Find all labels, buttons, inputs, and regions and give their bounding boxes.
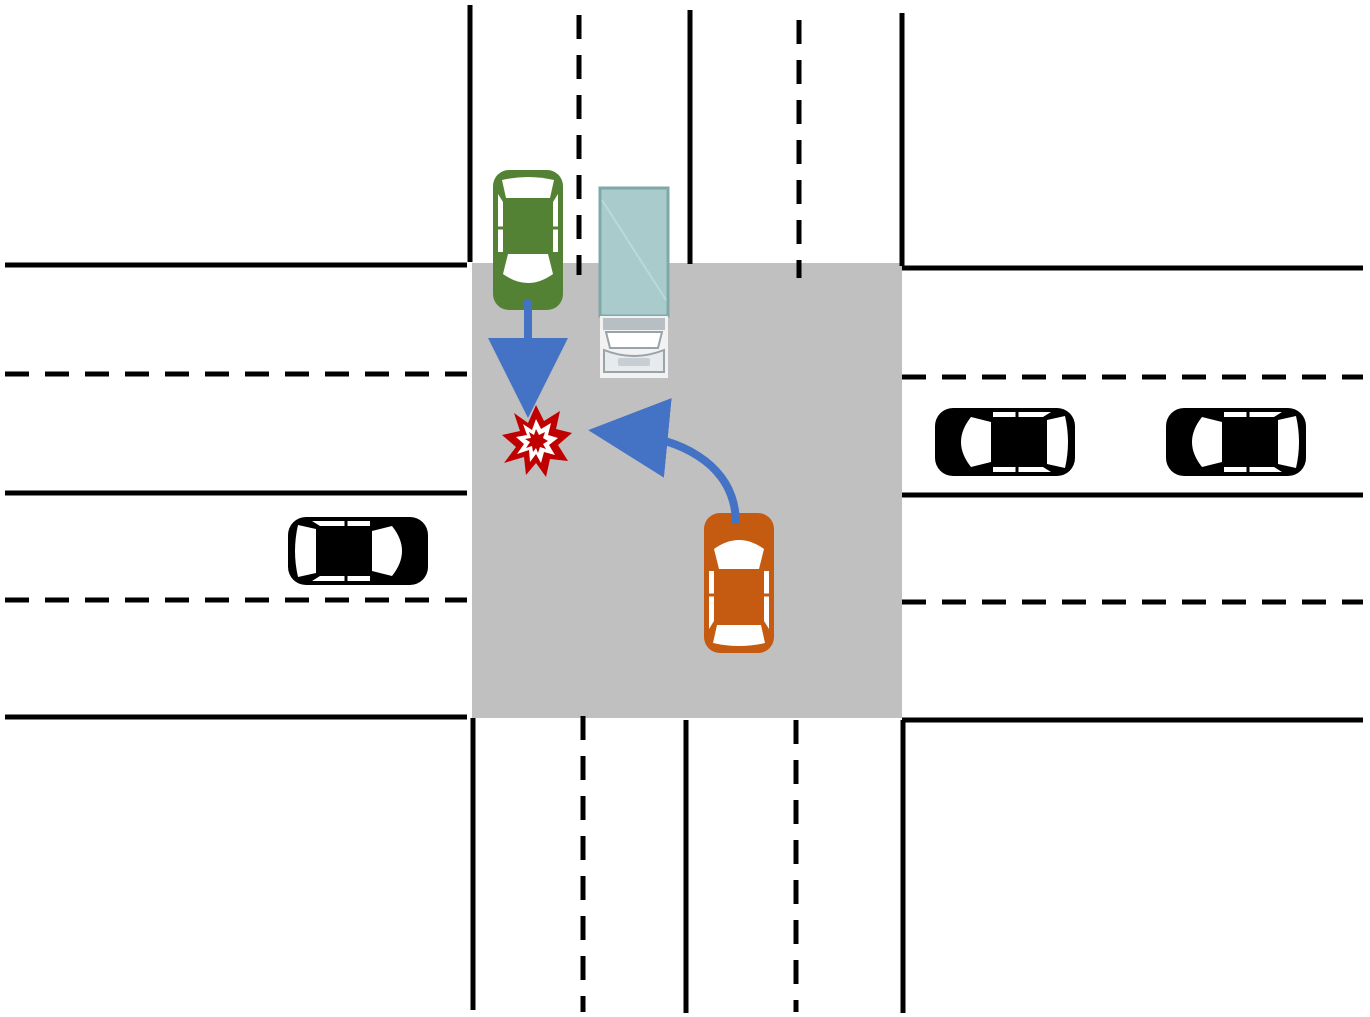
green-car <box>493 170 563 310</box>
black-car-east-1 <box>935 408 1075 476</box>
lane-dividers <box>5 15 1363 1012</box>
truck <box>598 186 670 378</box>
orange-car <box>704 513 774 653</box>
curved-arrow-icon <box>588 398 740 525</box>
black-car-west <box>288 517 428 585</box>
intersection-area <box>472 263 902 718</box>
road-lines <box>5 5 1363 1013</box>
collision-burst-icon <box>502 405 572 477</box>
black-car-east-2 <box>1166 408 1306 476</box>
